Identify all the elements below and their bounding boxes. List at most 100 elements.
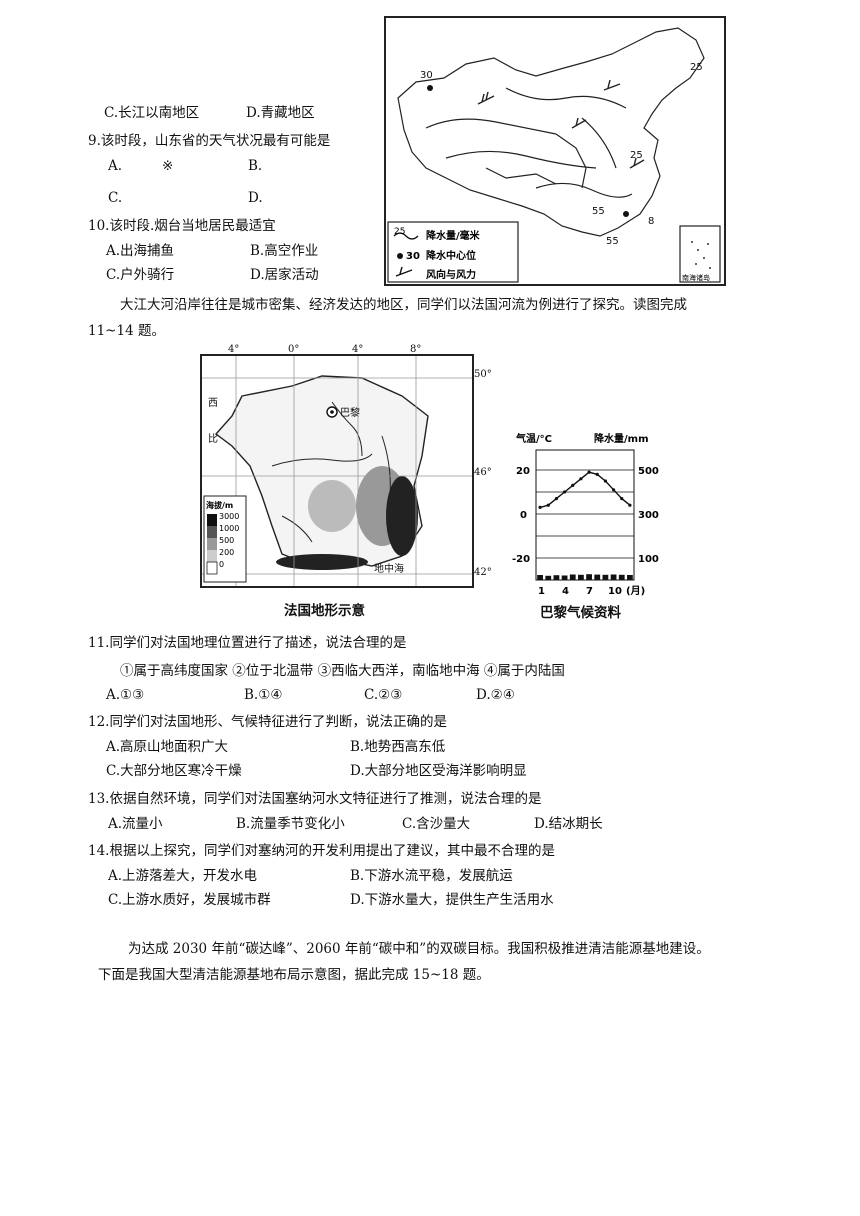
lat-label-2: 46° — [474, 467, 492, 478]
france-terrain-map: 巴黎 地中海 西 比 海拔/m 3000 1000 500 200 0 — [200, 354, 474, 588]
q11-option-d: D.②④ — [476, 687, 515, 703]
precipitation-bar — [627, 575, 633, 580]
left-tick-2: 0 — [520, 510, 527, 521]
precipitation-bar — [537, 575, 543, 580]
q14-option-d: D.下游水量大，提供生产生活用水 — [350, 892, 554, 908]
lat-label-1: 50° — [474, 369, 492, 380]
elevation-value-3: 500 — [219, 536, 234, 545]
sea-label: 地中海 — [374, 562, 404, 575]
q10-option-b: B.高空作业 — [250, 243, 319, 259]
west-label-1: 西 — [208, 398, 218, 409]
q8-option-c: C.长江以南地区 — [104, 105, 200, 121]
china-map-drawing: 30 25 25 55 55 8 25 降水量/毫米 30 降水中心位 风向与风… — [387, 27, 721, 283]
precipitation-bar — [610, 574, 617, 580]
q11-stem: 11.同学们对法国地理位置进行了描述，说法合理的是 — [88, 635, 407, 651]
q11-statements: ①属于高纬度国家 ②位于北温带 ③西临大西洋，南临地中海 ④属于内陆国 — [120, 663, 565, 679]
precipitation-bar — [586, 574, 592, 580]
south-china-sea-inset — [679, 225, 721, 283]
isohyet-line — [505, 87, 627, 109]
q8-option-d: D.青藏地区 — [246, 105, 315, 121]
china-map-label-6: 8 — [648, 216, 654, 227]
elevation-value-1: 3000 — [219, 512, 239, 521]
precipitation-bar — [618, 574, 625, 580]
china-map-label-5: 55 — [606, 236, 619, 247]
q14-option-c: C.上游水质好，发展城市群 — [108, 892, 271, 908]
temperature-point — [546, 503, 550, 507]
x-tick-4: 10 — [608, 586, 622, 597]
wind-barb-icon — [607, 79, 611, 89]
temperature-point — [603, 479, 608, 483]
q9-stem: 9.该时段，山东省的天气状况最有可能是 — [88, 133, 331, 149]
china-weather-map: 30 25 25 55 55 8 25 降水量/毫米 30 降水中心位 风向与风… — [384, 16, 726, 286]
lon-label-1: 4° — [228, 344, 240, 355]
france-map-drawing: 巴黎 地中海 西 比 海拔/m 3000 1000 500 200 0 — [202, 356, 472, 586]
isohyet-line — [445, 150, 597, 169]
q11-option-c: C.②③ — [364, 687, 403, 703]
climate-chart-caption: 巴黎气候资料 — [540, 605, 621, 621]
inset-label: 南海诸岛 — [682, 273, 710, 282]
q11-option-a: A.①③ — [106, 687, 145, 703]
q12-option-b: B.地势西高东低 — [350, 739, 446, 755]
q14-option-b: B.下游水流平稳，发展航运 — [350, 868, 513, 884]
precipitation-bar — [578, 574, 584, 580]
intro-energy-line2: 下面是我国大型清洁能源基地布局示意图，据此完成 15~18 题。 — [98, 967, 490, 983]
river-rhone — [381, 435, 399, 547]
x-tick-2: 4 — [562, 586, 569, 597]
wind-barb-icon — [629, 159, 645, 169]
west-label-2: 比 — [208, 433, 218, 445]
elevation-legend-title: 海拔/m — [206, 500, 233, 510]
lat-label-3: 42° — [474, 567, 492, 578]
q12-option-a: A.高原山地面积广大 — [106, 739, 229, 755]
precipitation-center-legend-icon — [397, 253, 403, 259]
right-tick-3: 100 — [638, 554, 659, 565]
q13-option-c: C.含沙量大 — [402, 816, 471, 832]
china-outline — [397, 27, 705, 237]
q12-option-d: D.大部分地区受海洋影响明显 — [350, 763, 527, 779]
q11-option-b: B.①④ — [244, 687, 283, 703]
isohyet-line — [535, 182, 633, 198]
climate-chart-svg: 气温/°C 降水量/mm 20 0 -20 500 300 100 1 4 7 … — [512, 432, 659, 597]
paris-label: 巴黎 — [340, 406, 360, 419]
wind-barb-icon — [633, 157, 637, 167]
river-garonne — [281, 515, 313, 543]
temperature-line — [539, 471, 631, 509]
q10-option-a: A.出海捕鱼 — [106, 243, 175, 259]
precipitation-bar — [594, 574, 601, 580]
lon-label-4: 8° — [410, 344, 422, 355]
china-map-label-4: 55 — [592, 206, 605, 217]
legend-isohyet-value: 25 — [394, 227, 405, 237]
wind-barb-icon — [485, 91, 489, 101]
legend-isohyet-label: 降水量/毫米 — [426, 229, 481, 242]
q13-stem: 13.依据自然环境，同学们对法国塞纳河水文特征进行了推测，说法合理的是 — [88, 791, 542, 807]
q10-stem: 10.该时段.烟台当地居民最适宜 — [88, 218, 276, 234]
x-unit: (月) — [626, 585, 645, 597]
legend-center-label: 降水中心位 — [426, 249, 476, 262]
china-map-legend — [387, 221, 519, 283]
temperature-point — [538, 505, 542, 509]
elevation-value-2: 1000 — [219, 524, 239, 533]
relief-massif-central — [308, 480, 356, 532]
province-boundary — [555, 133, 587, 189]
left-tick-3: -20 — [512, 554, 530, 565]
wind-barb-icon — [603, 83, 621, 91]
china-map-label-2: 25 — [690, 62, 703, 73]
intro-france-line2: 11~14 题。 — [88, 323, 165, 339]
precipitation-bar — [553, 575, 560, 580]
q12-option-c: C.大部分地区寒冷干燥 — [106, 763, 242, 779]
legend-center-value: 30 — [406, 251, 420, 262]
temperature-point — [562, 490, 567, 494]
q14-option-a: A.上游落差大，开发水电 — [108, 868, 258, 884]
isohyet-line — [581, 117, 617, 169]
legend-wind-label: 风向与风力 — [426, 268, 476, 281]
precipitation-center-dot — [427, 85, 433, 91]
temperature-point — [587, 470, 591, 474]
precipitation-bar — [602, 574, 609, 580]
wind-legend-icon — [395, 269, 413, 277]
river-loire — [271, 453, 373, 467]
q9-option-d: D. — [248, 190, 263, 206]
temperature-point — [554, 497, 559, 501]
precipitation-bar — [561, 575, 568, 580]
river-seine — [331, 401, 363, 457]
q12-stem: 12.同学们对法国地形、气候特征进行了判断，说法正确的是 — [88, 714, 447, 730]
elevation-value-4: 200 — [219, 548, 234, 557]
